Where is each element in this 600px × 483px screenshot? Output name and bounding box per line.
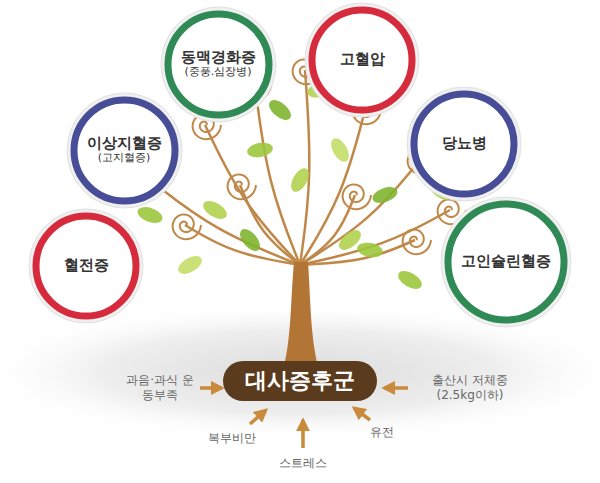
- disease-circle: 고인슐린혈증: [444, 200, 568, 324]
- leaf: [370, 184, 399, 206]
- node-title: 고인슐린혈증: [461, 253, 551, 270]
- cause-label: 유전: [352, 425, 412, 440]
- branch-spiral: [343, 184, 371, 209]
- leaf: [356, 241, 384, 259]
- leaf: [327, 135, 352, 165]
- branch: [300, 160, 420, 265]
- disease-circle: 동맥경화증(중풍.심장병): [164, 10, 273, 119]
- node-subtitle: (중풍.심장병): [184, 66, 251, 79]
- root-pill: 대사증후군: [223, 361, 377, 401]
- branch: [300, 70, 309, 265]
- disease-circle: 이상지혈증(고지혈증): [70, 96, 179, 205]
- cause-label: 스트레스: [263, 456, 343, 471]
- leaf: [135, 204, 164, 226]
- branch: [255, 85, 300, 265]
- cause-label: 복부비만: [192, 431, 272, 446]
- branch: [300, 110, 365, 265]
- disease-circle: 고혈압: [308, 6, 416, 114]
- node-subtitle: (고지혈증): [98, 152, 151, 165]
- node-title: 이상지혈증: [87, 135, 162, 152]
- cause-label: 과음·과식 운동부족: [122, 373, 198, 403]
- leaf: [287, 165, 312, 195]
- node-title: 혈전증: [64, 257, 109, 274]
- leaf: [266, 96, 295, 123]
- leaf: [236, 226, 263, 255]
- leaf: [246, 141, 274, 159]
- branch: [150, 180, 300, 265]
- branch-spiral: [228, 174, 256, 199]
- leaf: [395, 267, 425, 292]
- node-title: 고혈압: [340, 51, 385, 68]
- disease-circle: 당뇨병: [410, 90, 518, 198]
- node-title: 당뇨병: [442, 135, 487, 152]
- leaf: [200, 197, 230, 222]
- branch: [300, 210, 450, 265]
- node-title: 동맥경화증: [181, 49, 256, 66]
- node-title: 대사증후군: [245, 368, 355, 393]
- cause-label: 출산시 저체중 (2.5kg이하): [422, 373, 518, 403]
- leaf: [175, 252, 205, 277]
- disease-circle: 혈전증: [32, 212, 140, 320]
- branch-spiral: [173, 214, 201, 239]
